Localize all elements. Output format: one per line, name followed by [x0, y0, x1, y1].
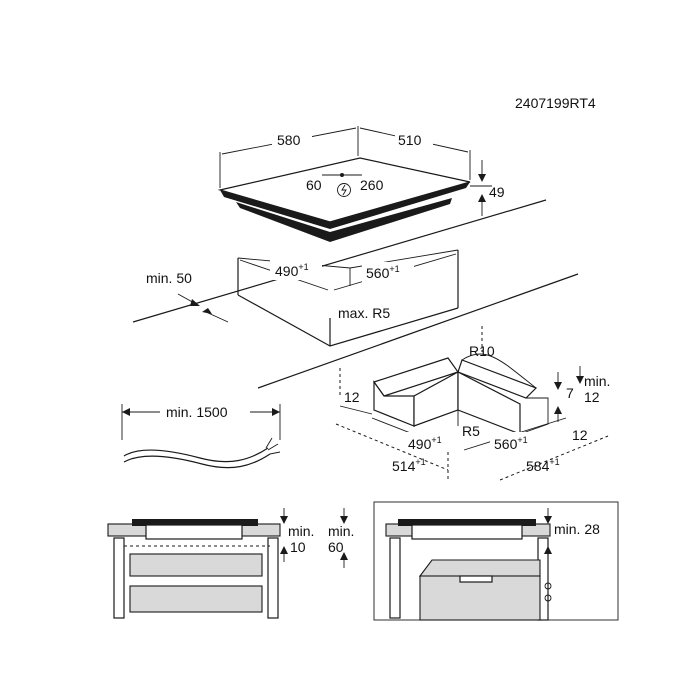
frame-7-arrowhead [554, 382, 562, 390]
socket-right-label: 260 [360, 177, 384, 193]
install-left-cabinet-left [113, 537, 125, 619]
worktop-edge-upper [132, 199, 547, 323]
frame-corner-radius-label: R10 [469, 343, 495, 359]
install-right-arrowhead-top [544, 516, 552, 524]
hob-thickness-arrowhead-bottom [478, 194, 486, 202]
cutout-radius-label: max. R5 [338, 305, 390, 321]
install-left-hob-glass [132, 519, 258, 526]
frame-min-label: min. [584, 373, 610, 389]
cutout-min-edge-arrowhead-a [190, 299, 200, 306]
hob-depth-label: 510 [398, 132, 422, 148]
hob-thickness-arrowhead-top [478, 174, 486, 182]
install-right-cabinet-left [389, 537, 401, 619]
frame-inner-radius-label: R5 [462, 423, 480, 439]
hob-thickness-label: 49 [489, 184, 505, 200]
install-right-screw-b [544, 594, 552, 602]
frame-inner-depth-label: 560+1 [494, 435, 528, 452]
install-left-value-b-label: 60 [328, 539, 344, 555]
install-right-hob-body [411, 524, 523, 540]
socket-left-label: 60 [306, 177, 322, 193]
hob-underbody-left [236, 202, 330, 242]
install-left-min-b-label: min. [328, 523, 354, 539]
install-right-illustration: min. 28 [373, 501, 619, 621]
worktop-edge-lower [257, 273, 579, 389]
install-left-min-a-label: min. [288, 523, 314, 539]
cutout-min-edge-arrowhead-b [202, 308, 212, 314]
install-left-arrowhead-a-bottom [280, 546, 288, 554]
cutout-depth-label: 560+1 [366, 264, 400, 281]
cable-strands [265, 437, 281, 455]
frame-right-12a-label: 12 [584, 389, 600, 405]
install-left-arrowhead-a-top [280, 516, 288, 524]
hob-depth-label-bg [395, 130, 433, 148]
frame-outer-width-label: 514+1 [392, 457, 426, 474]
install-right-arrowhead-bottom [544, 546, 552, 554]
install-right-oven-top [418, 559, 541, 577]
socket-point [340, 173, 344, 177]
install-right-clearance-label: min. 28 [554, 521, 600, 537]
frame-outer-depth-dim-line [499, 435, 609, 481]
frame-back-curve [461, 353, 537, 389]
power-icon [341, 184, 347, 196]
frame-inner-depth-label-bg [490, 432, 542, 452]
frame-min-arrowhead [576, 376, 584, 384]
install-left-illustration: min. 10 min. 60 [107, 508, 354, 619]
install-left-drawer-bottom [129, 585, 263, 613]
hob-front-edge [220, 190, 330, 229]
install-left-arrowhead-b-top [340, 516, 348, 524]
cable-arrowhead-right [272, 408, 280, 416]
install-right-oven-vent [459, 575, 493, 583]
cutout-width-label-bg [270, 260, 322, 280]
cable-illustration: min. 1500 [121, 402, 281, 469]
install-left-hob-body [145, 524, 243, 540]
cable-wire-a [123, 447, 269, 463]
hob-illustration: 580 510 49 60 260 [217, 126, 505, 242]
hob-side-edge [330, 182, 470, 229]
power-icon-circle [337, 183, 351, 197]
install-left-drawer-top [129, 553, 263, 577]
hob-width-label: 580 [277, 132, 301, 148]
cable-arrowhead-left [122, 408, 130, 416]
cutout-min-edge-arrow-b [205, 311, 229, 323]
cutout-illustration: 490+1 560+1 min. 50 max. R5 [132, 199, 579, 389]
frame-outer-width-dim-line [335, 423, 449, 471]
frame-right-7-label: 7 [566, 385, 574, 401]
drawing-code: 2407199RT4 [515, 95, 596, 111]
cable-label-bg [160, 402, 250, 420]
install-left-value-a-label: 10 [290, 539, 306, 555]
frame-outer-depth-label: 584+1 [526, 457, 560, 474]
frame-12-arrowhead [554, 406, 562, 414]
frame-left-margin-label: 12 [344, 389, 360, 405]
cutout-depth-label-bg [362, 262, 414, 282]
hob-width-label-bg [272, 130, 312, 148]
install-left-cabinet-right [267, 537, 279, 619]
hob-underbody-right [330, 198, 452, 242]
frame-left-margin-line [339, 405, 373, 415]
install-right-hob-glass [398, 519, 536, 526]
cable-length-label: min. 1500 [166, 404, 228, 420]
frame-illustration: R10 R5 12 min. 7 12 12 490+1 560+1 514+1… [335, 326, 610, 481]
frame-inner-width-label-bg [404, 432, 456, 452]
cutout-width-label: 490+1 [275, 262, 309, 279]
install-right-screw-a [544, 582, 552, 590]
install-left-arrowhead-b-bottom [340, 552, 348, 560]
cable-wire-b [123, 453, 271, 469]
cutout-min-edge-label: min. 50 [146, 270, 192, 286]
frame-inner-width-label: 490+1 [408, 435, 442, 452]
frame-right-end [519, 397, 549, 435]
frame-right-12b-label: 12 [572, 427, 588, 443]
